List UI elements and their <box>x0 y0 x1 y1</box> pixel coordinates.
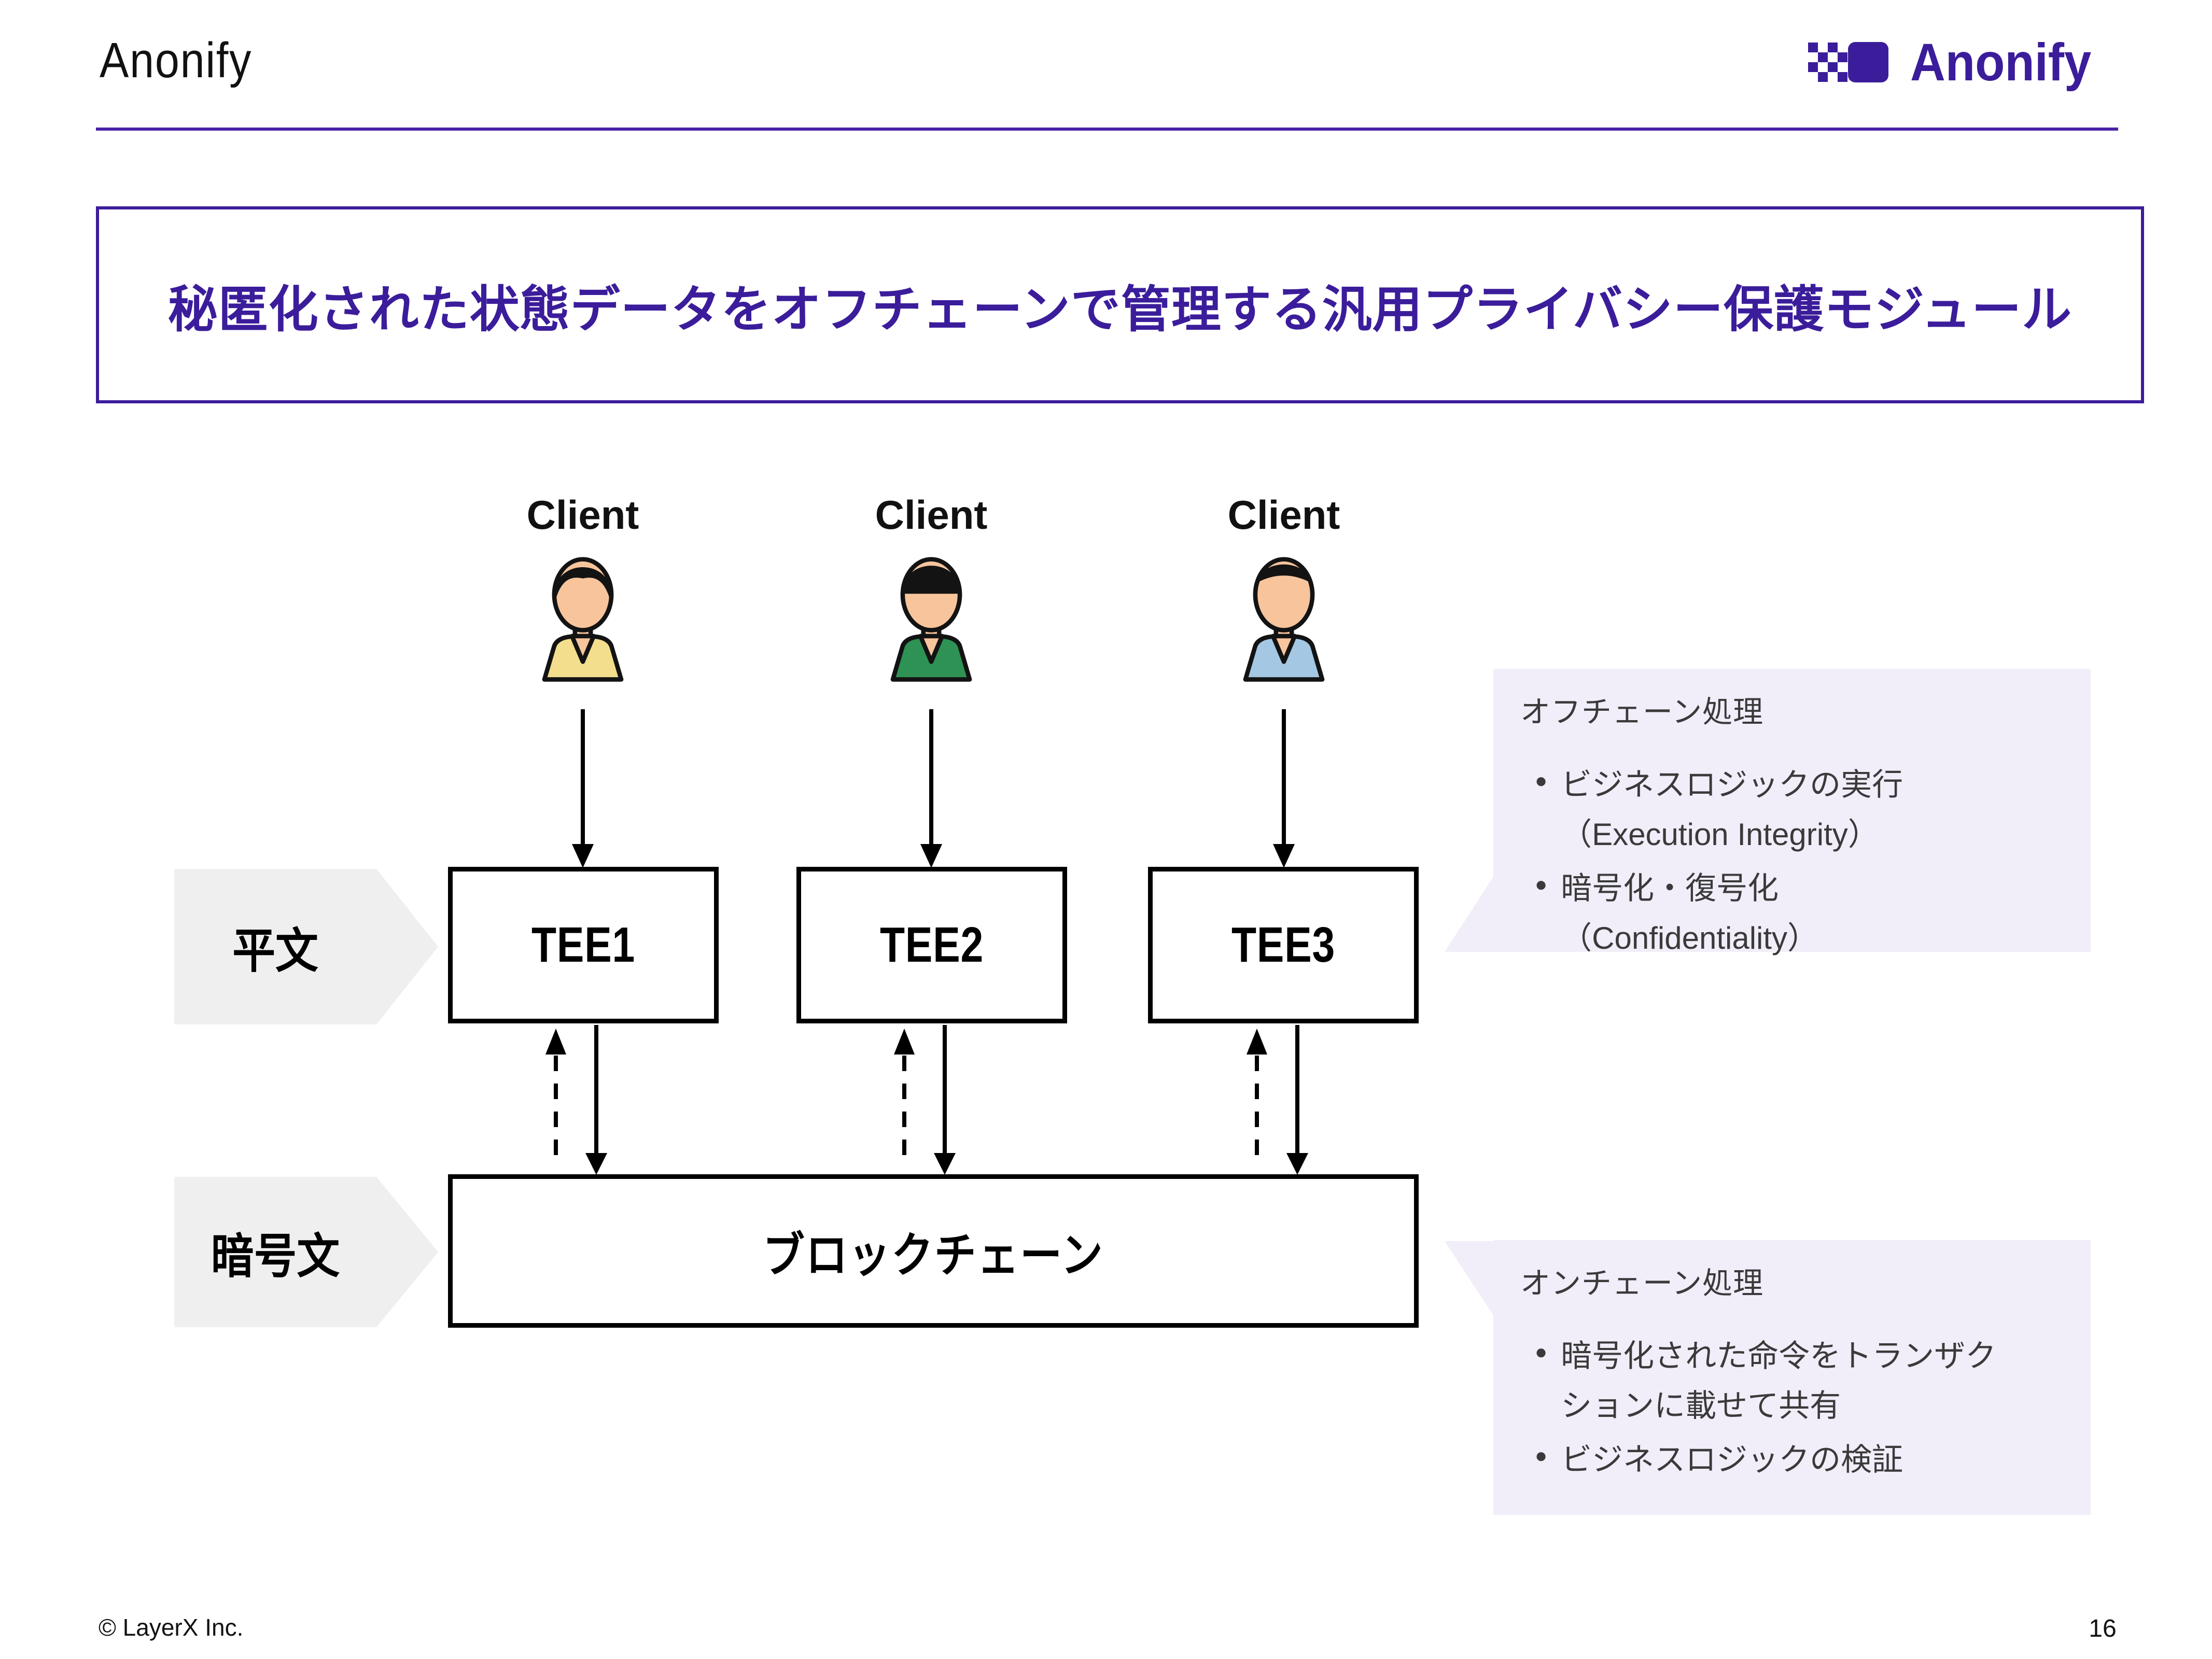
onchain-note-item: ● ビジネスロジックの検証 <box>1520 1435 2070 1485</box>
tee3-box: TEE3 <box>1148 867 1419 1023</box>
tee1-box: TEE1 <box>448 867 719 1023</box>
offchain-item1-line1: ビジネスロジックの実行 <box>1561 767 1903 802</box>
chain-to-tee2-arrow <box>894 1029 915 1160</box>
header-divider <box>96 128 2118 131</box>
title-banner: 秘匿化された状態データをオフチェーンで管理する汎用プライバシー保護モジュール <box>96 206 2144 403</box>
page-number: 16 <box>2089 1615 2117 1642</box>
tee2-box: TEE2 <box>796 867 1067 1023</box>
tee1-to-chain-arrow <box>585 1025 607 1175</box>
plaintext-text: 平文 <box>232 924 318 978</box>
offchain-note-tail <box>1445 875 1494 952</box>
offchain-note: オフチェーン処理 ● ビジネスロジックの実行 （Execution Integr… <box>1493 669 2091 955</box>
blockchain-label: ブロックチェーン <box>763 1229 1104 1282</box>
onchain-item2-line1: ビジネスロジックの検証 <box>1561 1442 1903 1477</box>
ciphertext-chevron-label: 暗号文 <box>174 1177 376 1327</box>
offchain-note-title: オフチェーン処理 <box>1520 695 1764 729</box>
client1-avatar-icon <box>542 557 624 682</box>
tee2-to-chain-arrow <box>934 1025 956 1175</box>
onchain-note: オンチェーン処理 ● 暗号化された命令をトランザク ションに載せて共有 ● ビジ… <box>1493 1240 2091 1515</box>
plaintext-chevron-label: 平文 <box>174 869 376 1024</box>
bullet-icon: ● <box>1535 769 1548 792</box>
client1-to-tee1-arrow <box>572 709 594 868</box>
tee1-label: TEE1 <box>531 917 636 973</box>
tee3-label: TEE3 <box>1231 917 1336 973</box>
chain-to-tee1-arrow <box>545 1029 566 1160</box>
anonify-checker-icon <box>1808 43 1847 82</box>
client3-avatar-icon <box>1243 557 1325 682</box>
anonify-logo: Anonify <box>1808 33 2107 92</box>
blockchain-box: ブロックチェーン <box>448 1174 1419 1328</box>
copyright-text: © LayerX Inc. <box>99 1614 244 1641</box>
client1-label: Client <box>526 492 639 538</box>
chain-to-tee3-arrow <box>1247 1029 1267 1160</box>
offchain-item1-line2: （Execution Integrity） <box>1561 817 1879 852</box>
client2-to-tee2-arrow <box>920 709 942 868</box>
offchain-item2-line2: （Confidentiality） <box>1561 921 1819 955</box>
anonify-square-icon <box>1848 42 1888 82</box>
onchain-note-title: オンチェーン処理 <box>1520 1267 1764 1300</box>
offchain-note-item: ● 暗号化・復号化 （Confidentiality） <box>1520 864 2070 963</box>
bullet-icon: ● <box>1535 873 1548 896</box>
onchain-note-tail <box>1445 1241 1494 1317</box>
onchain-item1-line1: 暗号化された命令をトランザク <box>1561 1339 1997 1373</box>
client2-avatar-icon <box>890 557 972 682</box>
ciphertext-text: 暗号文 <box>211 1230 340 1283</box>
client2-label: Client <box>875 492 988 538</box>
tee2-label: TEE2 <box>879 917 984 973</box>
title-banner-text: 秘匿化された状態データをオフチェーンで管理する汎用プライバシー保護モジュール <box>167 282 2073 338</box>
client3-label: Client <box>1227 492 1340 538</box>
offchain-item2-line1: 暗号化・復号化 <box>1561 871 1779 906</box>
bullet-icon: ● <box>1535 1444 1548 1467</box>
page-title: Anonify <box>100 33 253 88</box>
bullet-icon: ● <box>1535 1341 1548 1363</box>
offchain-note-item: ● ビジネスロジックの実行 （Execution Integrity） <box>1520 760 2070 860</box>
onchain-note-item: ● 暗号化された命令をトランザク ションに載せて共有 <box>1520 1331 2070 1431</box>
anonify-logo-text: Anonify <box>1910 32 2092 92</box>
client3-to-tee3-arrow <box>1273 709 1295 868</box>
onchain-item1-line2: ションに載せて共有 <box>1561 1388 1841 1423</box>
tee3-to-chain-arrow <box>1286 1025 1308 1175</box>
